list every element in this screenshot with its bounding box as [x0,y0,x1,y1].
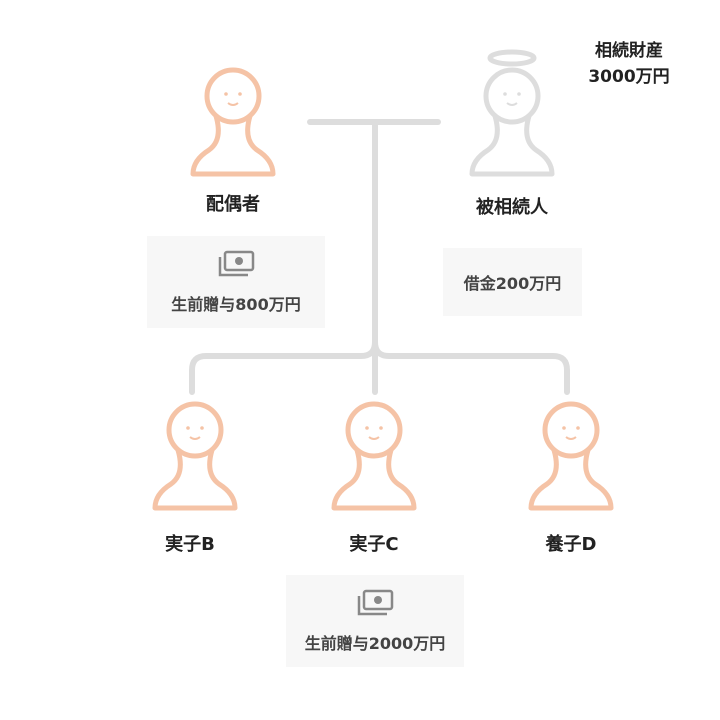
money-icon [355,588,395,618]
spouse-person-icon [190,67,276,177]
estate-title: 相続財産 [595,41,663,61]
adopted-d-label: 養子D [545,534,597,555]
branch-right [372,339,570,395]
child-b-label: 実子B [165,534,215,555]
child-c-person-icon [331,401,417,511]
spouse-gift-text: 生前贈与800万円 [171,295,301,314]
deceased-angel-person-icon [469,49,555,177]
deceased-debt-box: 借金200万円 [443,248,582,316]
spouse-label: 配偶者 [206,194,260,215]
adopted-d-person-icon [528,401,614,511]
spouse-gift-box: 生前贈与800万円 [147,236,325,328]
estate-total: 相続財産 3000万円 [582,38,676,90]
deceased-debt-text: 借金200万円 [463,274,562,293]
money-icon [216,249,256,279]
child-c-gift-box: 生前贈与2000万円 [286,575,464,667]
family-lines [189,119,570,395]
child-c-label: 実子C [349,534,399,555]
deceased-label: 被相続人 [476,197,548,218]
child-b-person-icon [152,401,238,511]
estate-amount: 3000万円 [588,67,670,87]
branch-left [189,339,378,395]
child-c-gift-text: 生前贈与2000万円 [304,634,446,653]
